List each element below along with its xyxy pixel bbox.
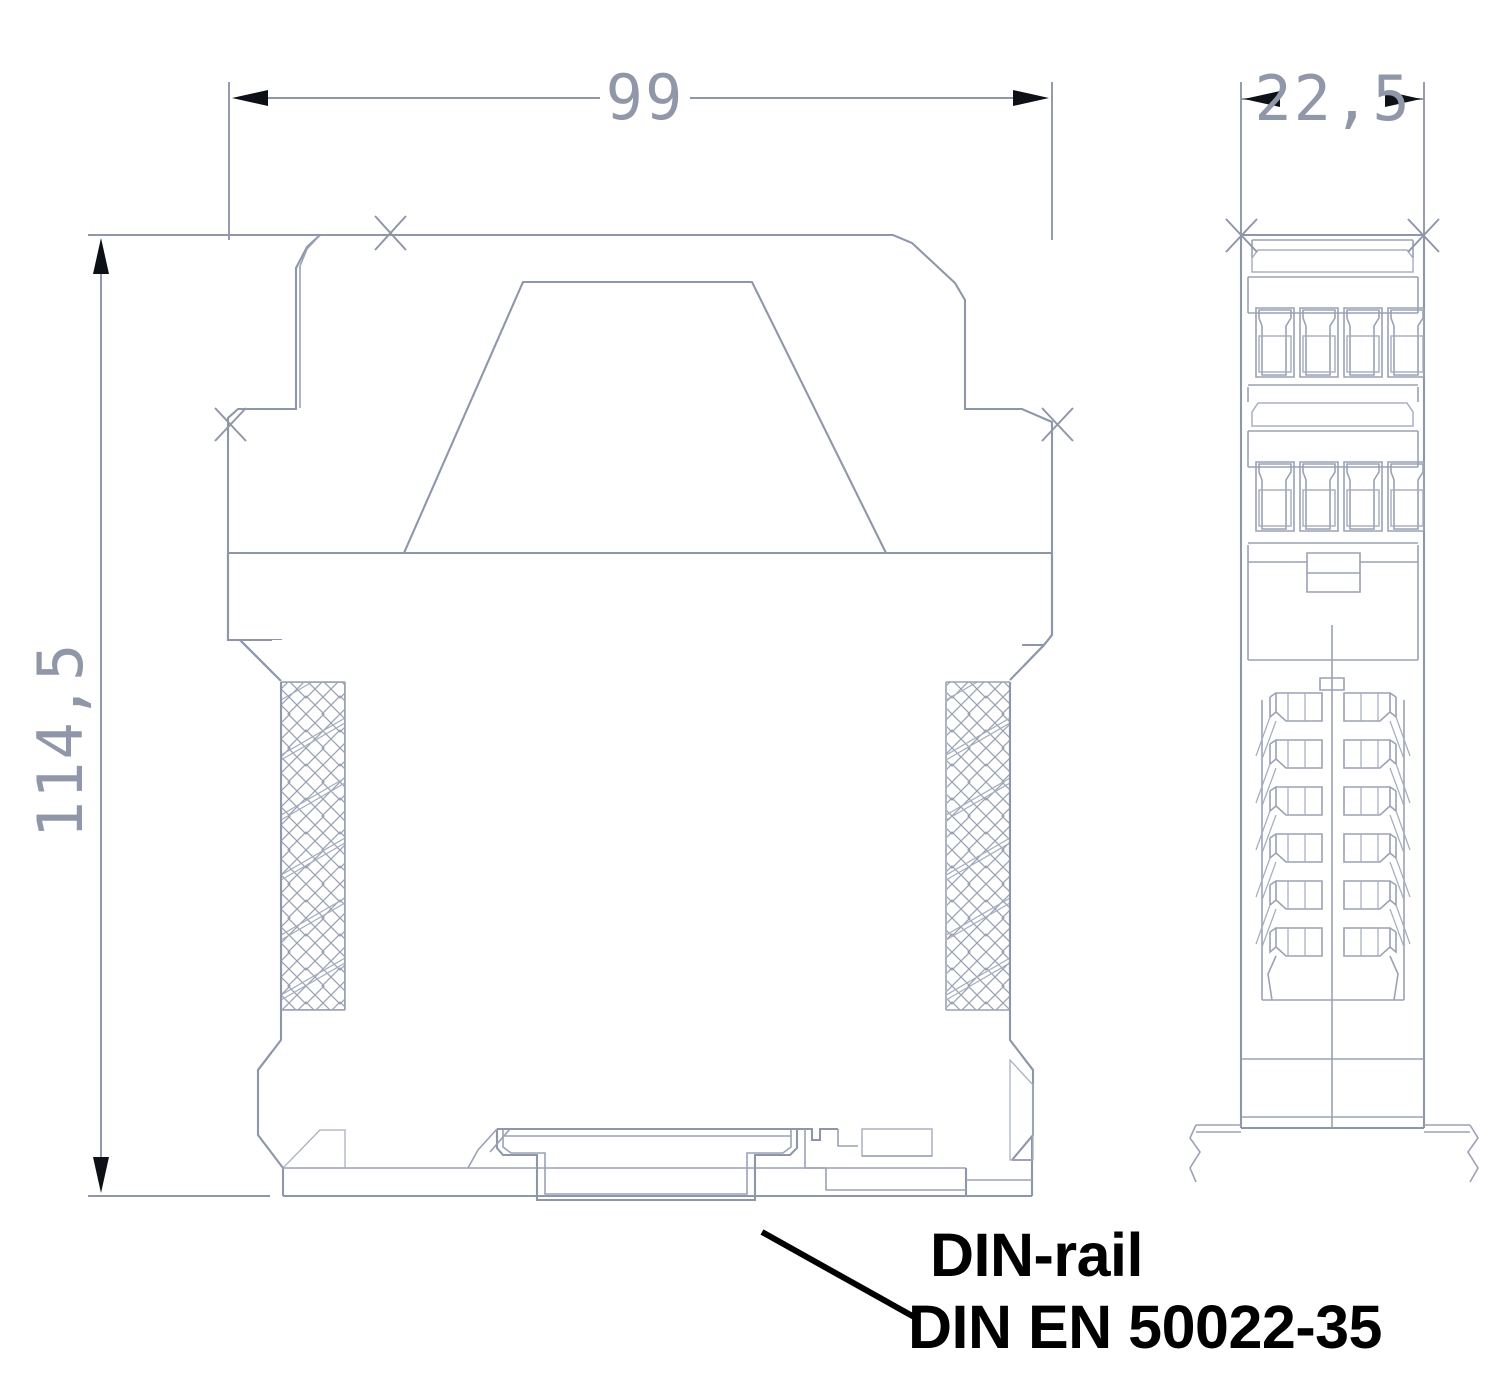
front-shoulder-transitions bbox=[228, 634, 1053, 1071]
front-bottom-left-wedge bbox=[281, 1129, 346, 1169]
front-bottom-right-wedge bbox=[1009, 1058, 1034, 1161]
dimension-width-99: 99 bbox=[228, 61, 1053, 240]
terminal-block bbox=[1387, 307, 1425, 378]
dimension-height-label: 114,5 bbox=[24, 642, 97, 839]
side-lower-body bbox=[1241, 1058, 1424, 1130]
fin-row bbox=[1255, 692, 1411, 760]
side-middle-band bbox=[1247, 387, 1419, 468]
terminal-block bbox=[1299, 461, 1339, 532]
terminal-block bbox=[1299, 307, 1339, 378]
front-construction-crosses bbox=[214, 215, 1074, 442]
terminal-block bbox=[1343, 307, 1383, 378]
callout-line-1: DIN-rail bbox=[930, 1221, 1143, 1289]
side-view bbox=[1189, 218, 1479, 1183]
fin-row bbox=[1255, 880, 1411, 948]
side-top-cap bbox=[1247, 239, 1419, 314]
dimension-depth-22-5: 22,5 bbox=[1240, 62, 1425, 240]
dimension-depth-label: 22,5 bbox=[1254, 62, 1411, 135]
front-view bbox=[214, 215, 1074, 1202]
side-connector-fins bbox=[1255, 677, 1411, 1001]
front-left-terminal-section bbox=[272, 640, 362, 1057]
side-housing-outline bbox=[1239, 233, 1426, 1128]
terminal-block bbox=[1255, 461, 1295, 532]
callout-leader-line bbox=[760, 1229, 918, 1321]
fin-row bbox=[1255, 833, 1411, 901]
terminal-block bbox=[1255, 307, 1295, 378]
din-rail-clip bbox=[467, 1127, 966, 1202]
front-right-terminal-section bbox=[930, 640, 1024, 1057]
callout-line-2: DIN EN 50022-35 bbox=[908, 1293, 1382, 1361]
din-rail-callout: DIN-rail DIN EN 50022-35 bbox=[760, 1221, 1382, 1361]
side-center-boss bbox=[1247, 545, 1419, 661]
side-din-rail bbox=[1189, 1124, 1479, 1183]
side-terminal-row-2 bbox=[1248, 461, 1425, 544]
fin-row bbox=[1255, 739, 1411, 807]
terminal-block bbox=[1387, 461, 1425, 532]
dimension-width-label: 99 bbox=[606, 61, 685, 134]
side-terminal-row-1 bbox=[1248, 307, 1425, 386]
dimension-height-114-5: 114,5 bbox=[24, 234, 390, 1197]
fin-row bbox=[1255, 786, 1411, 854]
fin-row bbox=[1269, 927, 1397, 957]
terminal-block bbox=[1343, 461, 1383, 532]
